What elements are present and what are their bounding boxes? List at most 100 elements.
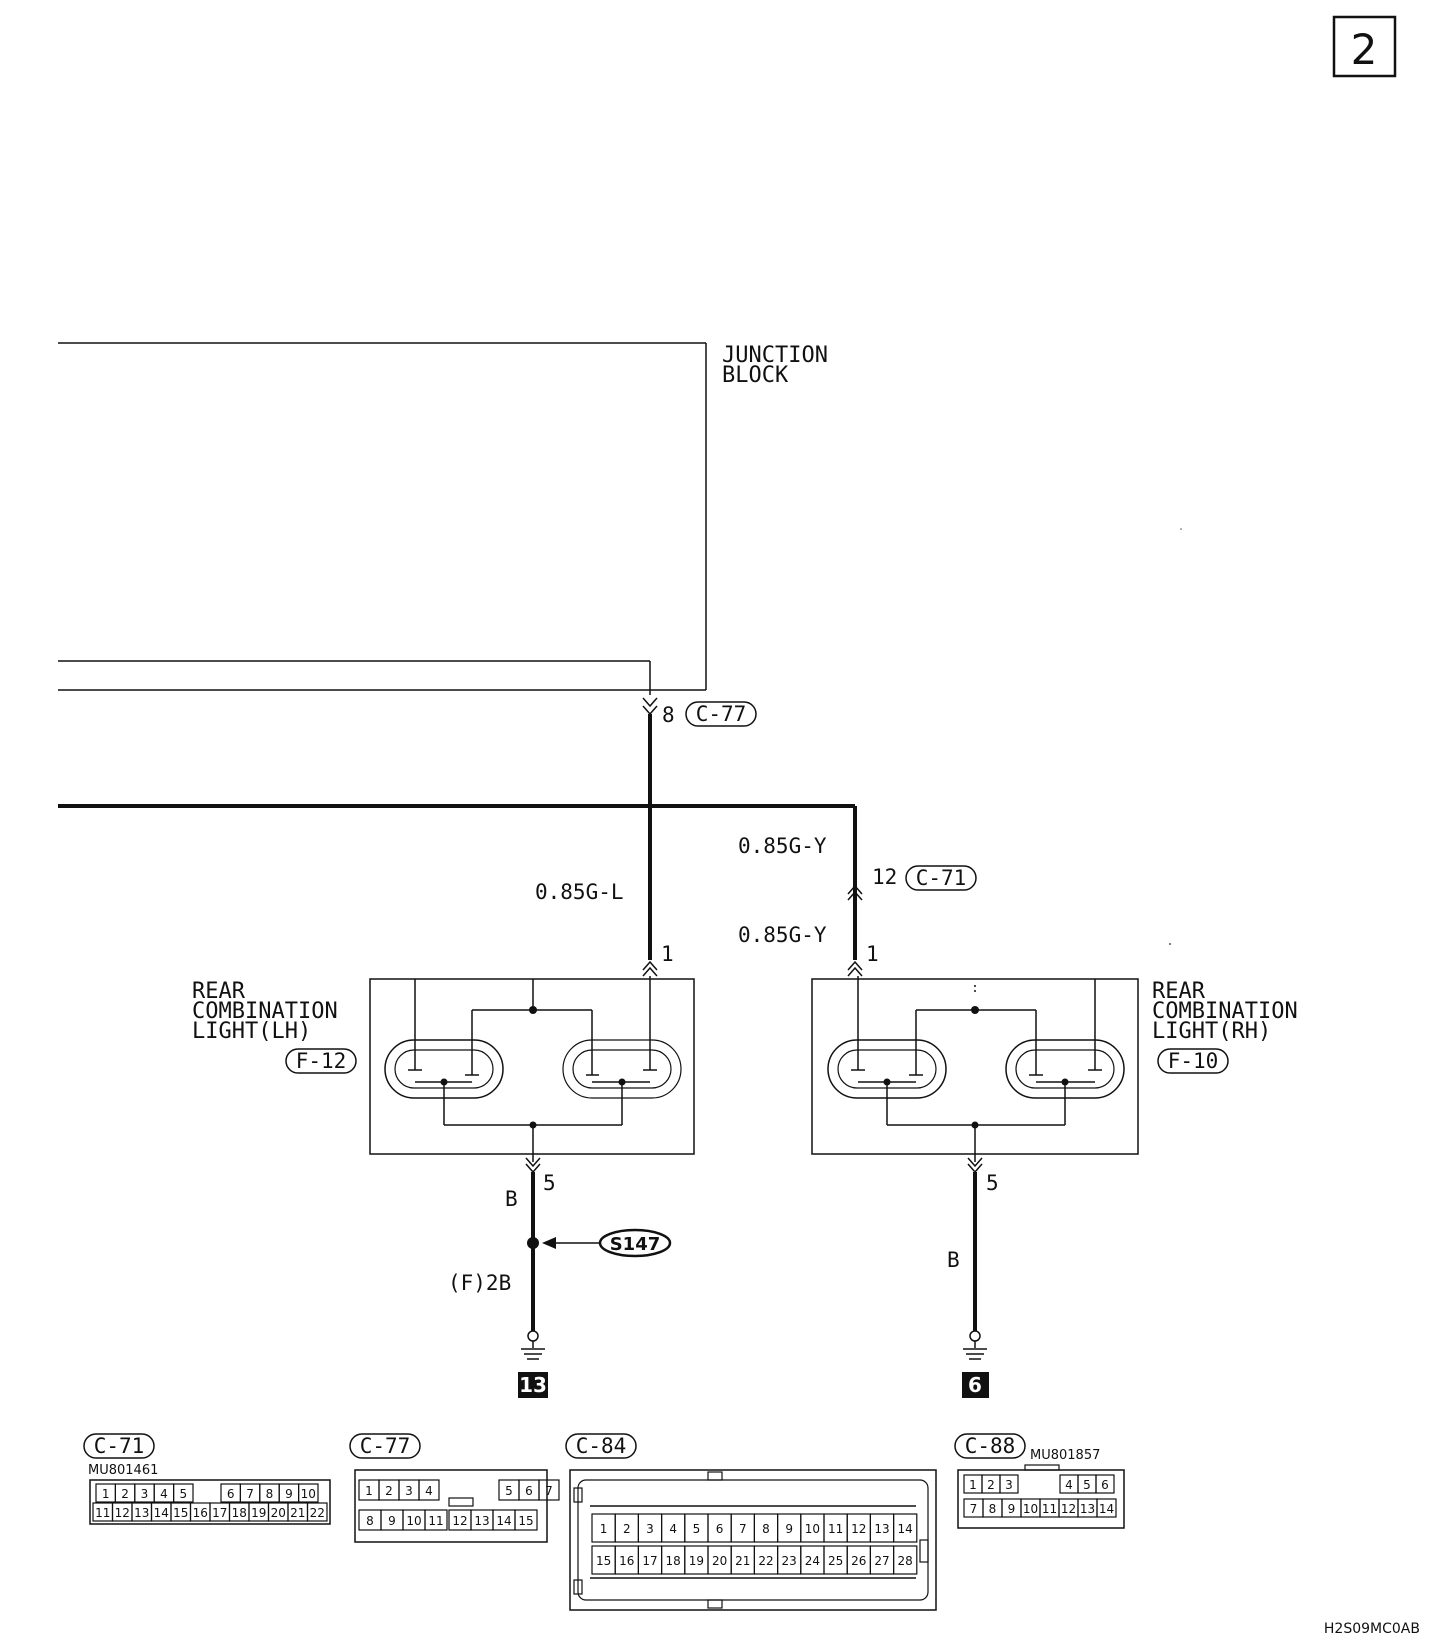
- c77-pin-cell: [514, 1509, 538, 1531]
- lh-label-2: COMBINATION: [192, 999, 338, 1024]
- c88-pin-number: 14: [1099, 1502, 1114, 1516]
- c84-pin-number: 24: [805, 1554, 820, 1568]
- c71-view-tag-box: [83, 1433, 155, 1459]
- lh-label-3: LIGHT(LH): [192, 1019, 311, 1044]
- c88-pin-number: 9: [1008, 1502, 1016, 1516]
- c71-pin-number: 20: [271, 1506, 286, 1520]
- ground-number-right-box: [962, 1372, 989, 1398]
- c84-pin-number: 5: [693, 1522, 701, 1536]
- lh-label-1: REAR: [192, 979, 246, 1004]
- c77-pin-cell: [538, 1479, 560, 1501]
- c84-pin-number: 14: [898, 1522, 913, 1536]
- c84-pin-cell: [892, 1513, 918, 1543]
- c84-view-tag-box: [565, 1433, 637, 1459]
- scan-dot: [1180, 528, 1182, 530]
- c88-pin-cell: [999, 1474, 1019, 1494]
- c77-pin-number: 5: [505, 1484, 513, 1498]
- c71-pin-cell: [173, 1483, 194, 1503]
- wire-gy-gauge-bottom: 0.85G-Y: [738, 923, 827, 947]
- c84-pin-number: 13: [874, 1522, 889, 1536]
- c71-pin-number: 8: [266, 1487, 274, 1501]
- c71-pin-number: 18: [232, 1506, 247, 1520]
- rh-pin-in: 1: [866, 942, 879, 966]
- c77-tag-box: [685, 701, 757, 727]
- c77-tag: C-77: [696, 702, 747, 726]
- rh-label-3: LIGHT(RH): [1152, 1019, 1271, 1044]
- c71-pin-number: 15: [173, 1506, 188, 1520]
- c84-pin-number: 1: [600, 1522, 608, 1536]
- splice-badge: [598, 1228, 672, 1258]
- c71-pin-cell: [306, 1502, 328, 1522]
- c71-pin-number: 21: [290, 1506, 305, 1520]
- c84-pin-number: 21: [735, 1554, 750, 1568]
- c88-pin-number: 3: [1005, 1478, 1013, 1492]
- c71-pin-number: 12: [872, 865, 897, 889]
- c84-pin-number: 19: [689, 1554, 704, 1568]
- rh-pin1-mark: [847, 960, 863, 977]
- c71-pin-number: 14: [154, 1506, 169, 1520]
- c88-pin-number: 8: [989, 1502, 997, 1516]
- c84-pin-number: 11: [828, 1522, 843, 1536]
- c71-view-part: MU801461: [88, 1463, 158, 1478]
- c84-view-tag: C-84: [576, 1434, 627, 1458]
- rh-connector-tag-box: [1157, 1048, 1229, 1074]
- c84-pin-number: 22: [758, 1554, 773, 1568]
- c77-pin-number: 4: [425, 1484, 433, 1498]
- c84-pin-number: 8: [762, 1522, 770, 1536]
- c88-view-tag: C-88: [965, 1434, 1016, 1458]
- c88-pin-number: 7: [970, 1502, 978, 1516]
- c88-pin-number: 11: [1042, 1502, 1057, 1516]
- c71-tag-box: [905, 865, 977, 891]
- c71-pin-number: 9: [285, 1487, 293, 1501]
- c88-pin-number: 10: [1023, 1502, 1038, 1516]
- c88-view-tag-box: [954, 1433, 1026, 1459]
- c84-pin-number: 26: [851, 1554, 866, 1568]
- c77-pin-number: 8: [662, 703, 675, 727]
- scan-dot: [1169, 943, 1171, 945]
- c84-pin-number: 10: [805, 1522, 820, 1536]
- c71-tag: C-71: [916, 866, 967, 890]
- c84-pin-number: 16: [619, 1554, 634, 1568]
- c88-pin-number: 4: [1065, 1478, 1073, 1492]
- c71-pin-number: 6: [227, 1487, 235, 1501]
- lh-connector-tag: F-12: [296, 1049, 347, 1073]
- c71-pin-number: 2: [121, 1487, 129, 1501]
- c77-pin-number: 14: [496, 1514, 511, 1528]
- c77-pin-cell: [418, 1479, 440, 1501]
- c84-pin-number: 12: [851, 1522, 866, 1536]
- lh-pin-out: 5: [543, 1171, 556, 1195]
- rh-ground-wire-color: B: [947, 1248, 960, 1272]
- c77-pin-cell: [424, 1509, 448, 1531]
- page-number: 2: [1351, 25, 1378, 74]
- c77-connector-mark: [642, 697, 658, 716]
- rear-combination-light-rh: [811, 976, 1139, 1162]
- c77-view-tag: C-77: [360, 1434, 411, 1458]
- c71-pin-number: 12: [115, 1506, 130, 1520]
- lh-ground-wire-color: B: [505, 1187, 518, 1211]
- ground-number-left-box: [518, 1372, 548, 1398]
- c71-pin-number: 22: [310, 1506, 325, 1520]
- rh-connector-tag: F-10: [1168, 1049, 1219, 1073]
- c71-pin-cell: [298, 1483, 319, 1503]
- c71-pin-number: 17: [212, 1506, 227, 1520]
- c77-pin-number: 11: [428, 1514, 443, 1528]
- rear-combination-light-lh: [369, 976, 695, 1162]
- c71-pin-number: 3: [141, 1487, 149, 1501]
- c84-pin-number: 9: [785, 1522, 793, 1536]
- c77-pin-number: 8: [366, 1514, 374, 1528]
- c84-pin-number: 4: [669, 1522, 677, 1536]
- ground-number-left: 13: [519, 1373, 547, 1397]
- c84-pin-number: 28: [898, 1554, 913, 1568]
- c71-pin-number: 13: [134, 1506, 149, 1520]
- c77-pin-number: 15: [518, 1514, 533, 1528]
- c77-pin-number: 13: [474, 1514, 489, 1528]
- rh-pin-out: 5: [986, 1171, 999, 1195]
- c71-pin-number: 1: [102, 1487, 110, 1501]
- c71-pin-number: 16: [193, 1506, 208, 1520]
- wire-gl-gauge: 0.85G-L: [535, 880, 624, 904]
- c84-pin-number: 25: [828, 1554, 843, 1568]
- c84-pin-number: 15: [596, 1554, 611, 1568]
- lh-connector-tag-box: [285, 1048, 357, 1074]
- rh-label-1: REAR: [1152, 979, 1206, 1004]
